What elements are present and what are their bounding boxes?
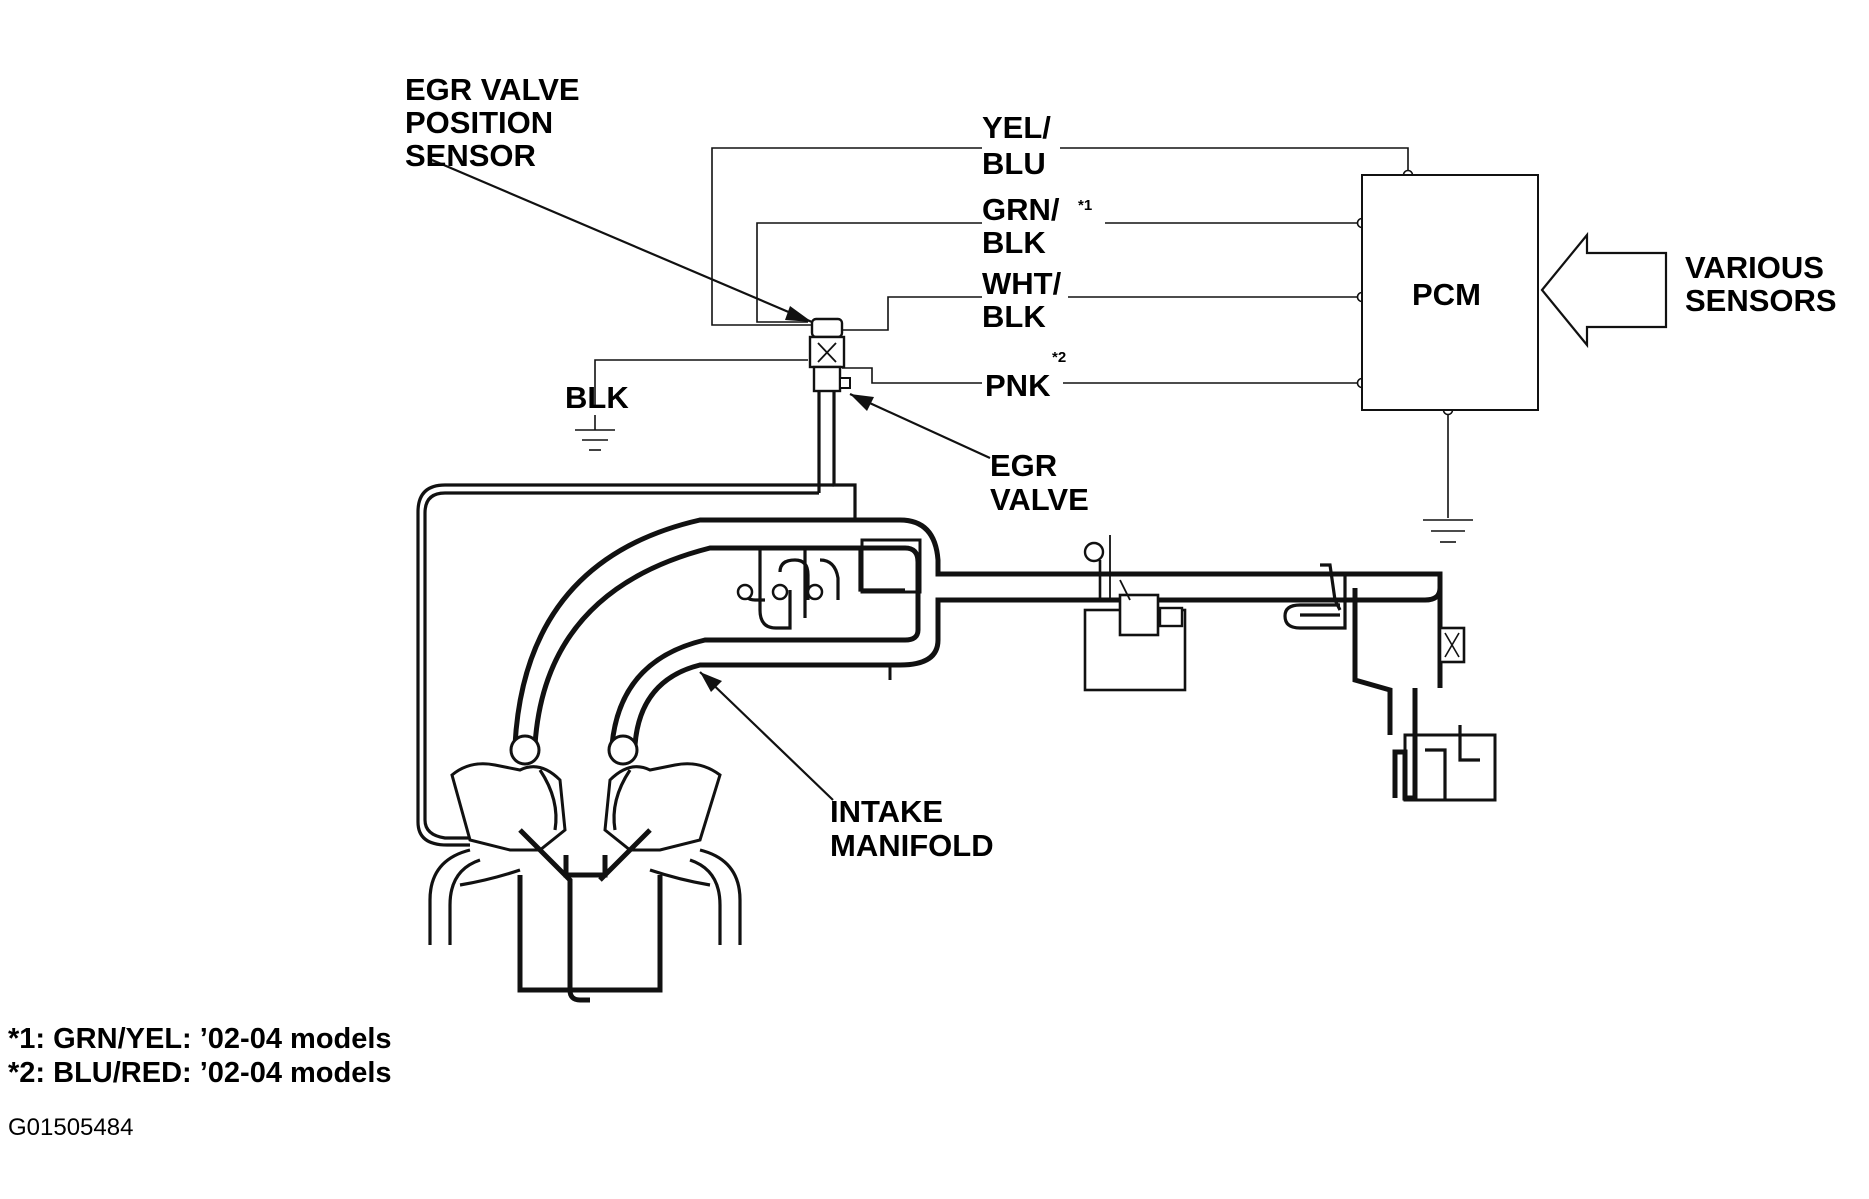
footnote-1: *1: GRN/YEL: ’02-04 models — [8, 1023, 392, 1055]
svg-text:WHT/: WHT/ — [982, 266, 1062, 301]
wire-blk-label: BLK — [565, 380, 629, 415]
callout-arrows — [431, 158, 991, 801]
svg-text:POSITION: POSITION — [405, 105, 553, 140]
svg-text:YEL/: YEL/ — [982, 110, 1051, 145]
footnotes: *1: GRN/YEL: ’02-04 models *2: BLU/RED: … — [8, 1023, 392, 1089]
pcm-box — [1361, 174, 1539, 411]
wire-grn-blk — [756, 222, 982, 323]
filter-housing — [1403, 733, 1497, 802]
wire-yel-blu-right — [1060, 147, 1409, 175]
ground-symbol-blk — [575, 415, 615, 451]
pcm-label: PCM — [1412, 277, 1481, 312]
wire-wht-blk-label: WHT/ BLK — [982, 266, 1062, 334]
egr-valve-label: EGR VALVE — [990, 448, 1089, 517]
throttle-body — [1083, 535, 1187, 692]
egr-position-sensor — [810, 317, 844, 339]
various-sensors-arrow — [1540, 231, 1668, 349]
egr-sensor-label: EGR VALVE POSITION SENSOR — [405, 72, 580, 173]
svg-text:VARIOUS: VARIOUS — [1685, 250, 1824, 285]
svg-text:*1: *1 — [1078, 197, 1092, 214]
intake-duct-assembly — [1283, 563, 1497, 802]
engine-block — [428, 762, 742, 1003]
wire-pnk — [842, 367, 982, 384]
wire-yel-blu-label: YEL/ BLU — [982, 110, 1051, 181]
various-sensors-label: VARIOUS SENSORS — [1685, 250, 1837, 318]
footnote-2: *2: BLU/RED: ’02-04 models — [8, 1057, 392, 1089]
svg-text:BLK: BLK — [982, 299, 1046, 334]
svg-text:*2: *2 — [1052, 349, 1066, 366]
svg-text:MANIFOLD: MANIFOLD — [830, 828, 994, 863]
svg-text:BLK: BLK — [982, 225, 1046, 260]
svg-text:SENSORS: SENSORS — [1685, 283, 1837, 318]
svg-text:SENSOR: SENSOR — [405, 138, 536, 173]
svg-text:PNK: PNK — [985, 368, 1051, 403]
egr-valve-assembly — [808, 317, 857, 520]
svg-text:EGR: EGR — [990, 448, 1057, 483]
svg-text:INTAKE: INTAKE — [830, 794, 943, 829]
wire-blk — [594, 359, 808, 405]
wire-yel-blu — [711, 147, 982, 326]
intake-manifold-label: INTAKE MANIFOLD — [830, 794, 994, 863]
intake-manifold — [509, 517, 1443, 766]
wire-pnk-label: PNK *2 — [985, 349, 1066, 403]
wire-grn-blk-label: GRN/ BLK *1 — [982, 192, 1092, 260]
wire-wht-blk — [838, 296, 982, 331]
svg-text:VALVE: VALVE — [990, 482, 1089, 517]
svg-text:BLU: BLU — [982, 146, 1046, 181]
ground-symbol-pcm — [1423, 519, 1473, 543]
svg-text:GRN/: GRN/ — [982, 192, 1060, 227]
figure-code: G01505484 — [8, 1114, 133, 1141]
egr-tube-left — [423, 491, 819, 840]
svg-text:EGR VALVE: EGR VALVE — [405, 72, 580, 107]
